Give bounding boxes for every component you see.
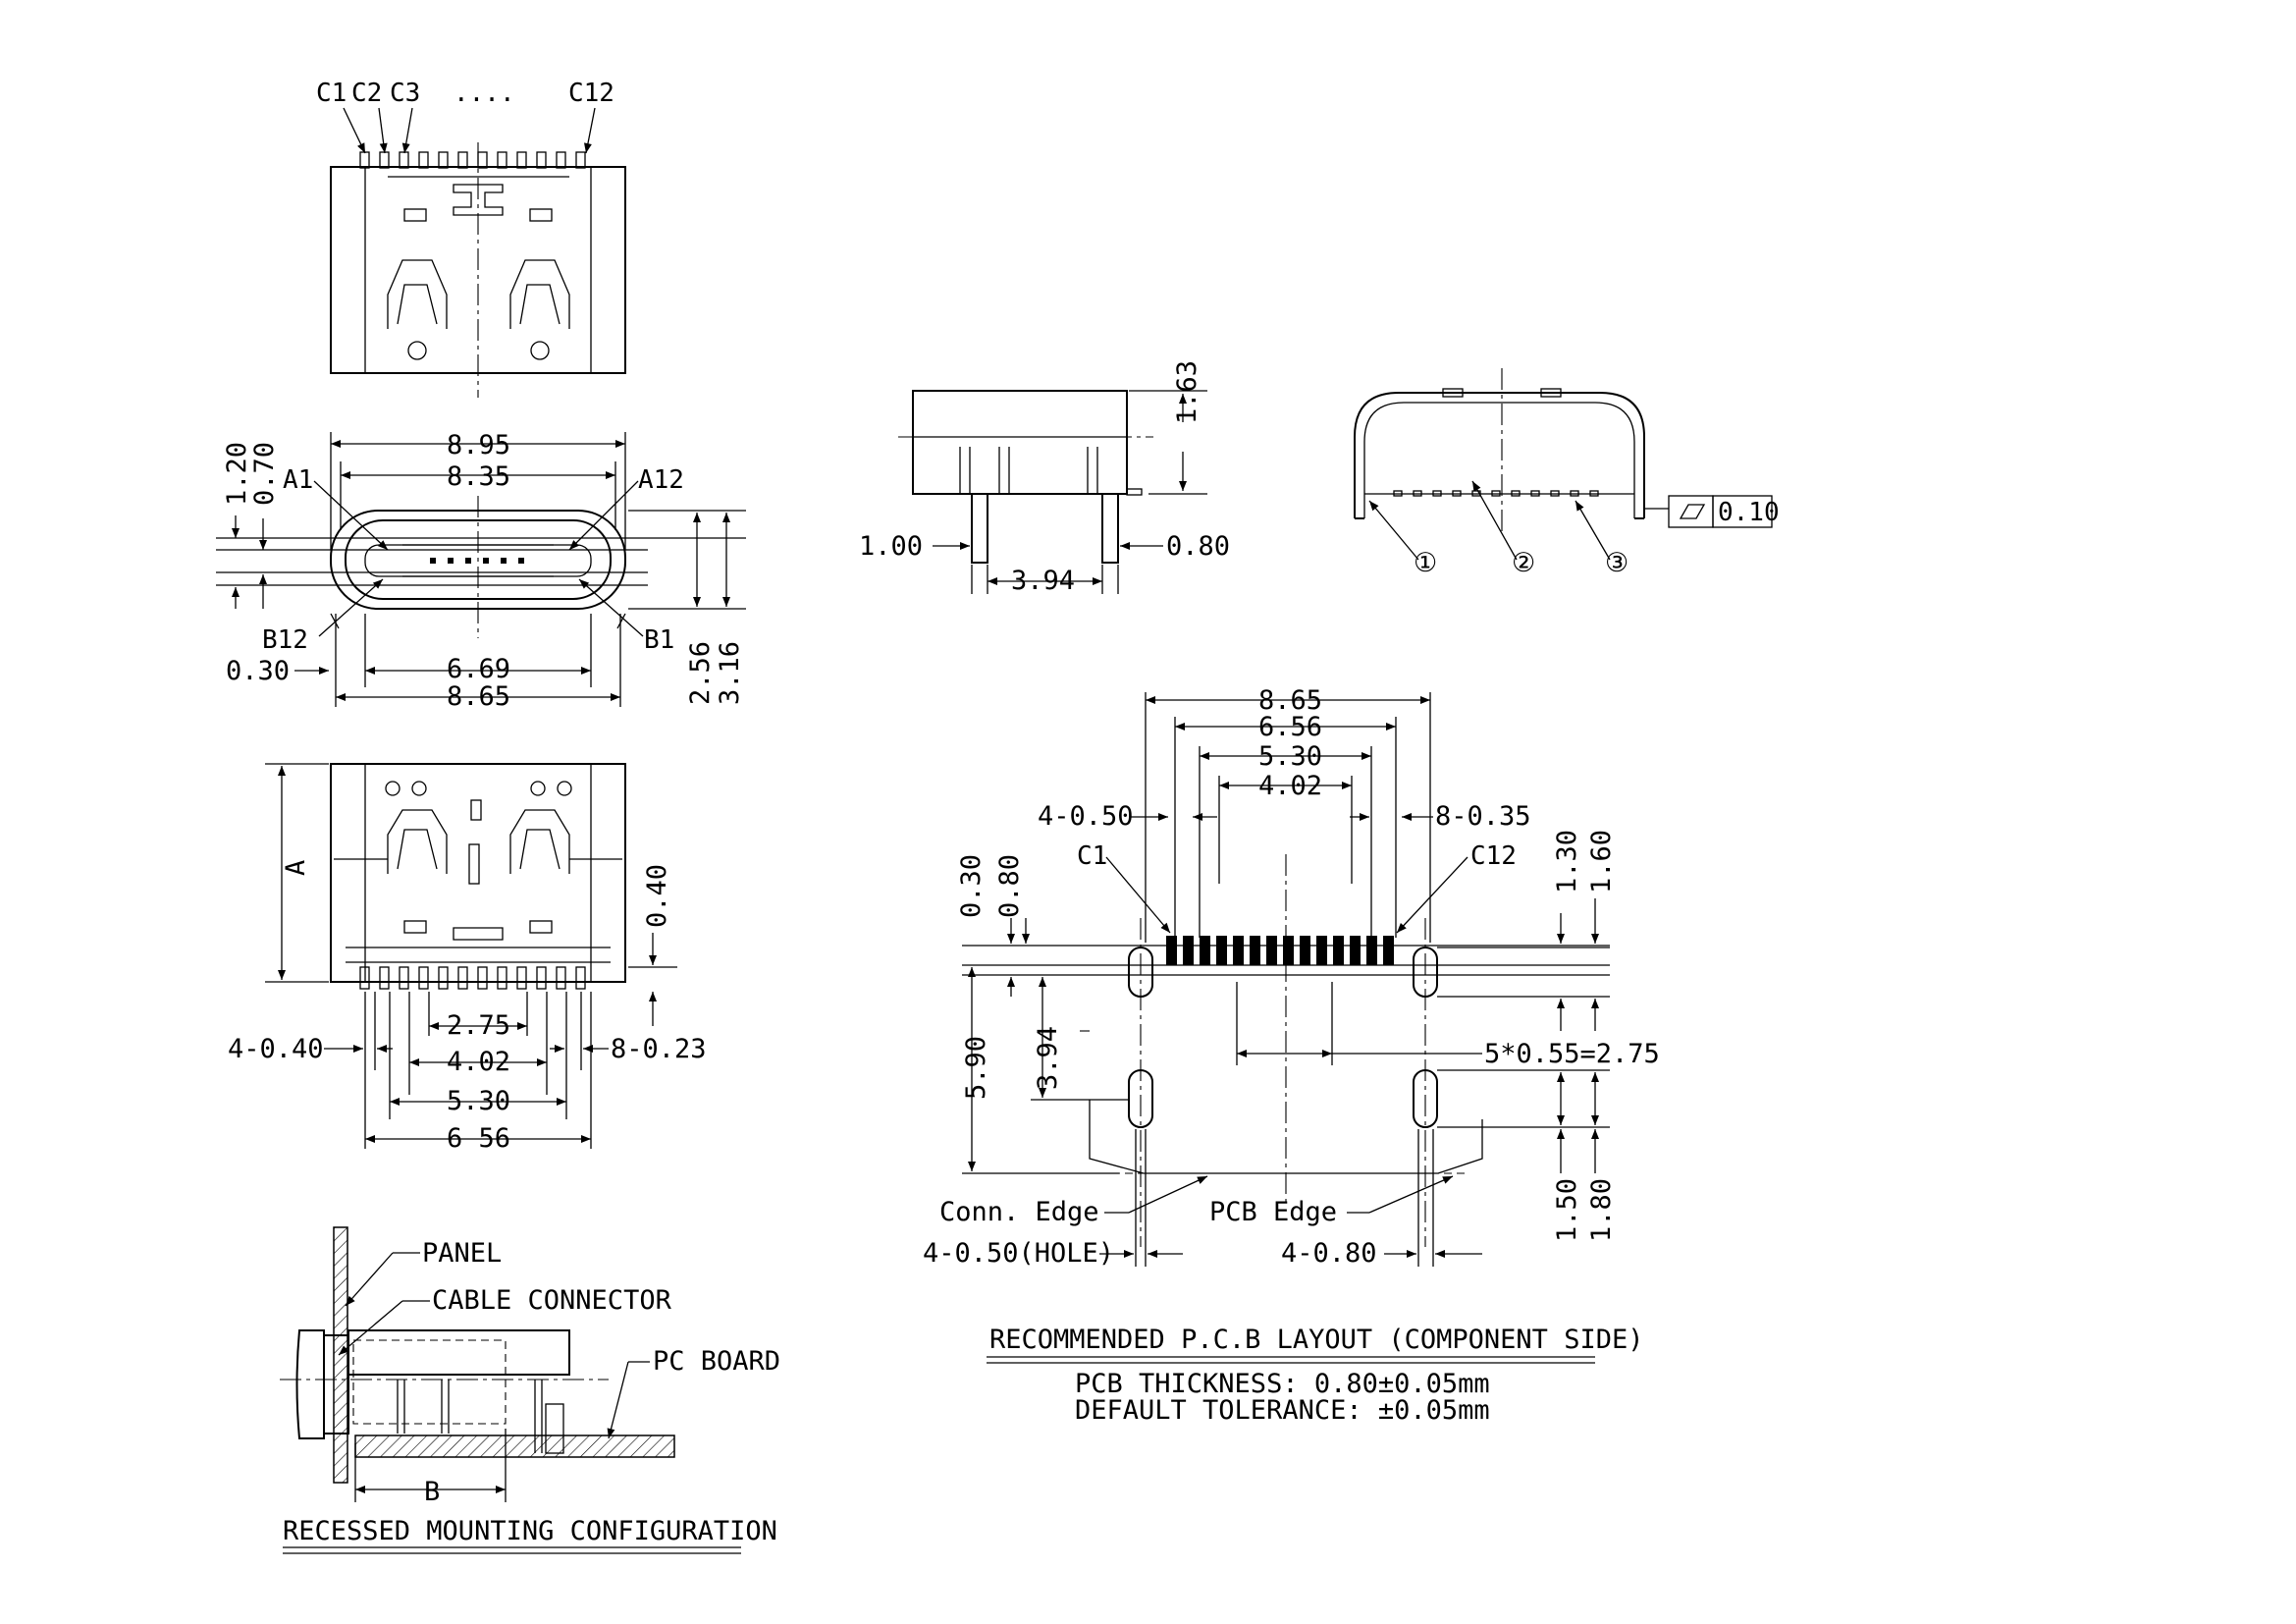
dim-4-02: 4.02 (447, 1047, 510, 1077)
pcb-label-c1: C1 (1077, 841, 1107, 871)
pcb-label-c12: C12 (1470, 841, 1517, 871)
pcb-dim-0-30: 0.30 (956, 854, 987, 918)
pcb-label-8-0-35: 8-0.35 (1435, 801, 1531, 832)
dim-0-40: 0.40 (642, 864, 672, 928)
dim-0-70: 0.70 (249, 442, 280, 506)
label-4-0-40: 4-0.40 (228, 1034, 324, 1064)
dim-1-00: 1.00 (859, 531, 923, 562)
pcb-pads (1166, 936, 1394, 965)
pcb-dim-1-80: 1.80 (1586, 1178, 1617, 1242)
dim-5-30: 5.30 (447, 1086, 510, 1116)
flatness-0-10: 0.10 (1718, 498, 1780, 527)
bottom-view: A 0.40 2.75 4.02 5.30 6 56 4-0.40 8-0.23 (228, 763, 707, 1154)
dim-3-94: 3.94 (1011, 566, 1075, 596)
notes: RECOMMENDED P.C.B LAYOUT (COMPONENT SIDE… (987, 1325, 1643, 1426)
label-c3: C3 (390, 79, 420, 108)
mounting-title: RECESSED MOUNTING CONFIGURATION (283, 1516, 777, 1546)
side-view: 1.63 1.00 0.80 3.94 (859, 360, 1230, 596)
label-b12: B12 (262, 625, 308, 655)
pcb-label-4-0-50: 4-0.50 (1038, 801, 1134, 832)
label-8-0-23: 8-0.23 (611, 1034, 707, 1064)
dim-2-56: 2.56 (685, 641, 716, 705)
dim-3-16: 3.16 (715, 641, 745, 705)
dim-0-80: 0.80 (1166, 531, 1230, 562)
label-c1: C1 (316, 79, 347, 108)
pcb-dim-1-30: 1.30 (1552, 830, 1582, 893)
pcb-dim-3-94: 3.94 (1033, 1026, 1063, 1090)
pcb-4-0-80: 4-0.80 (1281, 1238, 1377, 1269)
label-cable-connector: CABLE CONNECTOR (432, 1285, 672, 1316)
pcb-layout-title: RECOMMENDED P.C.B LAYOUT (COMPONENT SIDE… (989, 1325, 1643, 1355)
dim-8-95: 8.95 (447, 430, 510, 460)
callout-2: ② (1512, 548, 1535, 578)
dim-2-75: 2.75 (447, 1010, 510, 1041)
pcb-dim-0-80: 0.80 (994, 854, 1025, 918)
note-default-tolerance: DEFAULT TOLERANCE: ±0.05mm (1075, 1395, 1490, 1426)
label-a12: A12 (638, 465, 684, 495)
bottom-pins (359, 966, 586, 990)
pcb-dim-4-02: 4.02 (1258, 771, 1322, 801)
dim-8-65: 8.65 (447, 681, 510, 712)
dim-a: A (281, 860, 311, 876)
label-c2: C2 (351, 79, 382, 108)
dim-6-56: 6 56 (447, 1123, 510, 1154)
pcb-layout-view: 8.65 6.56 5.30 4.02 4-0.50 8-0.35 C1 C12… (923, 685, 1660, 1269)
dim-1-20: 1.20 (222, 442, 252, 506)
dim-8-35: 8.35 (447, 461, 510, 492)
recessed-mounting-view: B PANEL CABLE CONNECTOR PC BOARD RECESSE… (280, 1226, 780, 1554)
label-dots: .... (454, 79, 515, 108)
pcb-dim-5-90: 5.90 (961, 1036, 991, 1100)
label-b1: B1 (644, 625, 674, 655)
pcb-pcb-edge: PCB Edge (1209, 1197, 1337, 1227)
top-view: C1 C2 C3 .... C12 (316, 79, 626, 398)
label-panel: PANEL (422, 1238, 502, 1269)
end-view: 0.10 ① ② ③ (1354, 368, 1780, 578)
dim-6-69: 6.69 (447, 654, 510, 684)
callout-1: ① (1414, 548, 1437, 578)
pcb-dim-8-65: 8.65 (1258, 685, 1322, 716)
dim-1-63: 1.63 (1172, 360, 1202, 424)
callout-3: ③ (1605, 548, 1629, 578)
front-view: 8.95 8.35 A1 A12 1.20 0.70 B12 B1 0.30 6… (216, 430, 746, 712)
pcb-hole: 4-0.50(HOLE) (923, 1238, 1114, 1269)
label-a1: A1 (283, 465, 313, 495)
label-pc-board: PC BOARD (653, 1346, 780, 1377)
pcb-dim-6-56: 6.56 (1258, 712, 1322, 742)
dim-0-30: 0.30 (226, 656, 290, 686)
pcb-dim-1-60: 1.60 (1586, 830, 1617, 893)
top-pins (359, 151, 586, 169)
pcb-dim-5-30: 5.30 (1258, 741, 1322, 772)
label-c12: C12 (568, 79, 614, 108)
pcb-dim-1-50: 1.50 (1552, 1178, 1582, 1242)
note-pcb-thickness: PCB THICKNESS: 0.80±0.05mm (1075, 1369, 1490, 1399)
pcb-conn-edge: Conn. Edge (939, 1197, 1099, 1227)
dim-b: B (424, 1477, 440, 1507)
pcb-pitch: 5*0.55=2.75 (1484, 1039, 1660, 1069)
